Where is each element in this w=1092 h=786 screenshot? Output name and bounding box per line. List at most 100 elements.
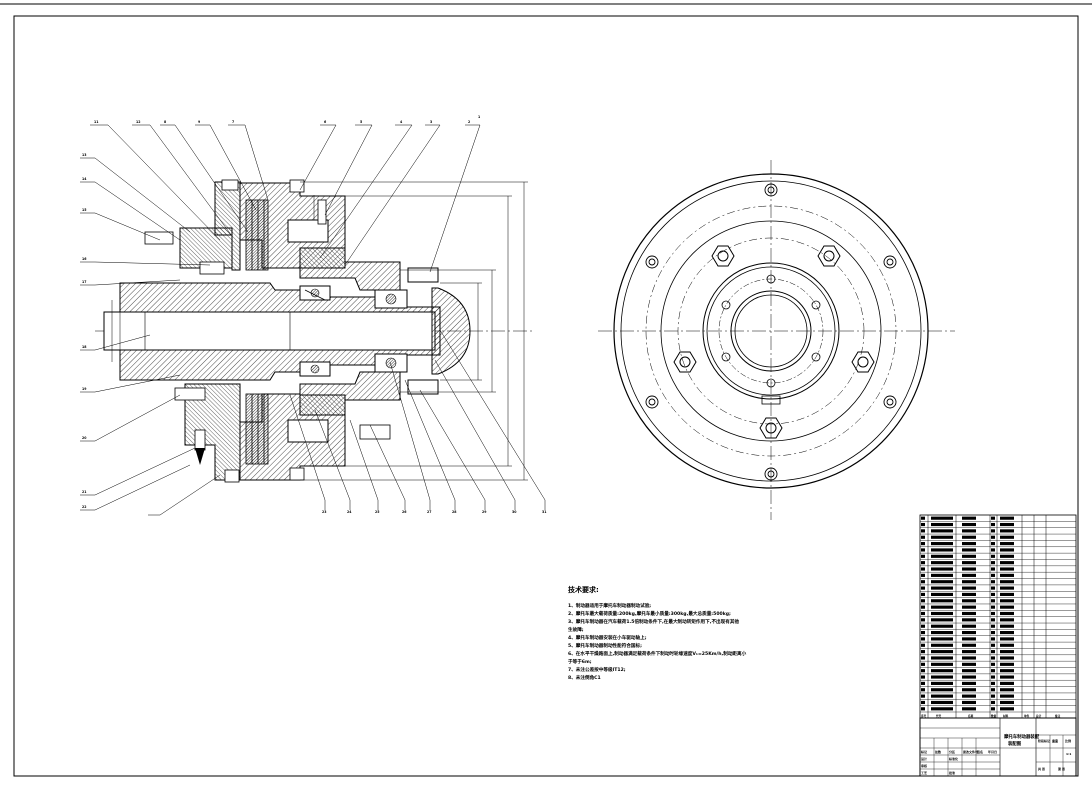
bom-cell-mark bbox=[931, 522, 953, 527]
bom-cell-mark bbox=[931, 688, 953, 692]
tech-req-line: 1、制动器适用于摩托车制动器制动试验; bbox=[568, 602, 651, 609]
bom-cell-mark bbox=[991, 662, 995, 666]
part-number: 6 bbox=[324, 120, 327, 124]
end-view bbox=[598, 160, 955, 520]
bom-cell-mark bbox=[931, 681, 953, 685]
bom-cell-mark bbox=[991, 535, 995, 539]
bom-cell-mark bbox=[962, 592, 976, 597]
bom-cell-mark bbox=[991, 605, 995, 609]
bom-header: 数量 bbox=[991, 714, 997, 718]
bom-cell-mark bbox=[962, 586, 976, 590]
title-block bbox=[919, 717, 1077, 777]
bom-cell-mark bbox=[1000, 529, 1014, 533]
tb-label: 标准化 bbox=[948, 756, 958, 761]
bom-cell-mark bbox=[991, 586, 995, 590]
part-number: 22 bbox=[82, 505, 86, 509]
bom-cell-mark bbox=[962, 700, 976, 705]
bearing-upper-left bbox=[299, 285, 331, 301]
bom-cell-mark bbox=[991, 548, 995, 552]
bom-cell-mark bbox=[931, 599, 953, 603]
tb-label: 第 张 bbox=[1058, 766, 1066, 771]
bearing-upper-right bbox=[374, 289, 408, 309]
bom-cell-mark bbox=[991, 580, 995, 584]
part-number: 26 bbox=[402, 510, 407, 514]
inner-bolt-holes bbox=[721, 274, 821, 388]
tb-label: 共 张 bbox=[1038, 766, 1046, 771]
bom-cell-mark bbox=[962, 643, 976, 647]
bom-cell-mark bbox=[1000, 554, 1014, 558]
bom-cell-mark bbox=[921, 605, 925, 609]
bom-cell-mark bbox=[931, 548, 953, 552]
bom-cell-mark bbox=[1000, 567, 1014, 571]
part-number: 14 bbox=[82, 177, 87, 181]
bom-cell-mark bbox=[991, 650, 995, 654]
bom-header: 单件 bbox=[1024, 714, 1030, 718]
bom-cell-mark bbox=[991, 669, 995, 673]
bom-cell-mark bbox=[962, 624, 976, 628]
bom-cell-mark bbox=[1000, 586, 1014, 590]
bom-cell-mark bbox=[931, 662, 953, 666]
bom-cell-mark bbox=[962, 707, 976, 711]
bom-cell-mark bbox=[962, 637, 976, 641]
bom-cell-mark bbox=[962, 522, 976, 527]
bom-cell-mark bbox=[931, 592, 953, 597]
bom-cell-mark bbox=[962, 599, 976, 603]
bom-cell-mark bbox=[1000, 542, 1014, 546]
title-block-text: 摩托车制动器装配 装配图 标记 处数 分区 更改文件号 签名 年月日 设计 标准… bbox=[920, 733, 1071, 775]
bom-cell-mark bbox=[1000, 688, 1014, 692]
bom-cell-mark bbox=[962, 535, 976, 539]
bom-cell-mark bbox=[1000, 580, 1014, 584]
bom-cell-mark bbox=[1000, 618, 1014, 622]
bom-cell-mark bbox=[991, 592, 995, 597]
bom-cell-mark bbox=[921, 650, 925, 654]
bom-cell-mark bbox=[1000, 700, 1014, 705]
bom-cell-mark bbox=[1000, 637, 1014, 641]
bom-cell-mark bbox=[921, 675, 925, 679]
part-number: 21 bbox=[82, 490, 86, 494]
tb-label: 比例 bbox=[1065, 738, 1071, 743]
bom-cell-mark bbox=[962, 656, 976, 660]
bom-cell-mark bbox=[931, 618, 953, 622]
technical-requirements: 技术要求: 1、制动器适用于摩托车制动器制动试验; 2、摩托车最大载荷质量:20… bbox=[568, 585, 747, 681]
bom-cell-mark bbox=[991, 656, 995, 660]
bom-cell-mark bbox=[962, 688, 976, 692]
bom-cell-mark bbox=[931, 675, 953, 679]
bom-cell-mark bbox=[931, 637, 953, 641]
bom-cell-mark bbox=[991, 561, 995, 565]
bom-cell-mark bbox=[1000, 643, 1014, 647]
part-numbers: 11 12 8 9 7 6 5 4 3 2 1 13 14 15 16 17 1… bbox=[82, 115, 546, 514]
bom-cell-mark bbox=[1000, 548, 1014, 552]
bom-cell-mark bbox=[962, 675, 976, 679]
bom-cell-mark bbox=[1000, 650, 1014, 654]
bom-cell-mark bbox=[1000, 630, 1014, 635]
bom-cell-mark bbox=[962, 630, 976, 635]
tb-label: 审核 bbox=[921, 763, 927, 768]
bom-cell-mark bbox=[921, 522, 925, 527]
bom-cell-mark bbox=[921, 618, 925, 622]
part-number: 25 bbox=[375, 510, 379, 514]
bom-cell-mark bbox=[962, 580, 976, 584]
bom-cell-mark bbox=[931, 700, 953, 705]
bom-cell-mark bbox=[931, 535, 953, 539]
bom-cell-mark bbox=[962, 554, 976, 558]
bom-cell-mark bbox=[991, 611, 995, 616]
bom-cell-mark bbox=[921, 573, 925, 577]
part-number: 24 bbox=[347, 510, 352, 514]
bom-cell-mark bbox=[991, 707, 995, 711]
bom-cell-mark bbox=[921, 694, 925, 698]
bom-cell-mark bbox=[931, 561, 953, 565]
part-number: 8 bbox=[164, 120, 167, 124]
end-cap bbox=[431, 287, 471, 375]
tb-label: 工艺 bbox=[921, 770, 927, 775]
tech-req-line: 5、摩托车制动器制动性能符合国标; bbox=[568, 642, 642, 649]
tech-req-line: 生故障; bbox=[568, 626, 584, 633]
bom-cell-mark bbox=[1000, 624, 1014, 628]
bom-cell-mark bbox=[962, 548, 976, 552]
part-number: 13 bbox=[82, 153, 86, 157]
tb-label: 更改文件号 bbox=[963, 749, 978, 754]
bom-cell-mark bbox=[962, 516, 976, 520]
part-number: 17 bbox=[82, 280, 86, 284]
tb-label: 阶段标记 bbox=[1038, 738, 1050, 743]
part-number: 2 bbox=[468, 120, 470, 124]
bom-cell-mark bbox=[921, 580, 925, 584]
